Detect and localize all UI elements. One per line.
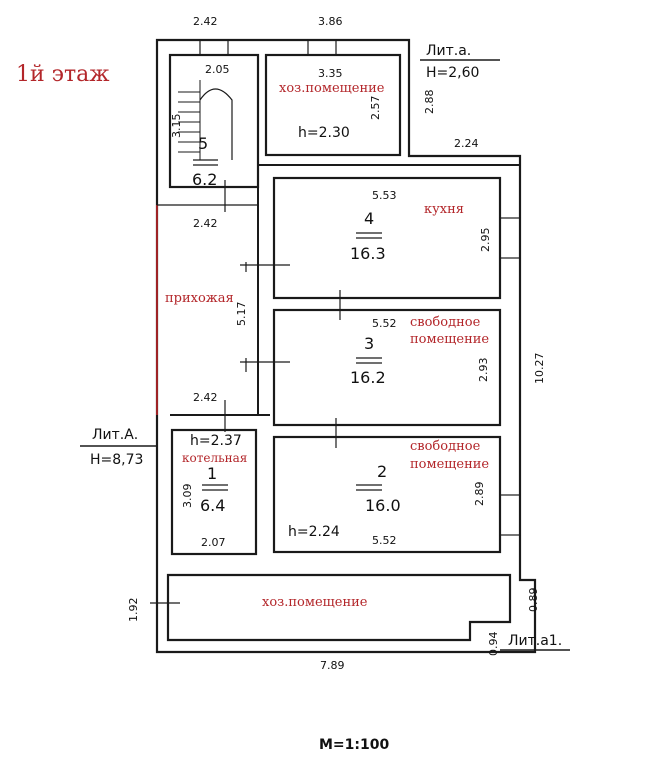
window [307, 39, 337, 56]
window [199, 39, 229, 56]
partition-wall [170, 164, 520, 416]
room-3-label-line1: свободное [410, 315, 481, 330]
dim-storage-depth: 2.57 [369, 95, 382, 121]
dim-total-depth: 10.27 [533, 352, 546, 385]
floor-title: 1й этаж [16, 62, 110, 87]
equals-marks [193, 159, 382, 491]
lit-a-big-height: Н=8,73 [90, 452, 144, 468]
window [499, 217, 521, 259]
room-3-wall [272, 308, 502, 427]
room-2-label-line1: свободное [410, 439, 481, 454]
room-1-height: h=2.37 [190, 433, 242, 449]
dim-r4-depth: 2.95 [479, 227, 492, 253]
lit-a1-name: Лит.а1. [508, 633, 563, 649]
dim-bottom-notch: 0.94 [487, 631, 500, 657]
dim-r1-depth: 3.09 [181, 483, 194, 509]
hallway-label: прихожая [165, 291, 234, 306]
dim-stair-width: 2.05 [205, 63, 230, 76]
lit-a-small-name: Лит.а. [426, 43, 472, 59]
dim-bottom-depth: 1.92 [127, 597, 140, 623]
room-4-number: 4 [364, 209, 375, 228]
room-2-height: h=2.24 [288, 524, 340, 540]
room-2-area: 16.0 [365, 496, 401, 515]
room-1-wall [170, 428, 258, 556]
door-marks [150, 180, 341, 604]
dim-top-storage-width: 3.86 [318, 15, 343, 28]
dim-top-left-width: 2.42 [193, 15, 218, 28]
dim-total-width: 7.89 [320, 659, 345, 672]
dim-stair-depth: 3.15 [170, 113, 183, 139]
room-3-area: 16.2 [350, 368, 386, 387]
stairs [178, 80, 201, 160]
room-5-area: 6.2 [192, 170, 218, 189]
dim-bottom-right-depth: 0.89 [527, 587, 540, 613]
dim-r1-width-top: 2.42 [193, 391, 218, 404]
storage-top-height: h=2.30 [298, 125, 350, 141]
room-2-number: 2 [377, 462, 388, 481]
room-1-label: котельная [182, 451, 248, 465]
room-4-area: 16.3 [350, 244, 386, 263]
dim-ext-width: 2.24 [454, 137, 479, 150]
storage-top-label: хоз.помещение [279, 81, 385, 96]
lit-a-big-name: Лит.А. [92, 427, 139, 443]
dim-r3-width: 5.52 [372, 317, 397, 330]
storage-bottom-label: хоз.помещение [262, 595, 368, 610]
room-4-label: кухня [424, 202, 464, 217]
room-1-area: 6.4 [200, 496, 226, 515]
scale-label: М=1:100 [319, 737, 390, 753]
storage-bottom-wall [166, 573, 512, 642]
dim-lit-a-depth: 2.88 [423, 89, 436, 115]
outer-wall [155, 38, 537, 654]
dim-storage-inner-width: 3.35 [318, 67, 343, 80]
dim-hall-width-top: 2.42 [193, 217, 218, 230]
room-3-label-line2: помещение [410, 332, 490, 347]
window [499, 494, 521, 536]
room-3-number: 3 [364, 334, 375, 353]
dim-r2-width: 5.52 [372, 534, 397, 547]
dim-hall-depth: 5.17 [235, 301, 248, 327]
room-1-number: 1 [207, 464, 218, 483]
dim-r4-width: 5.53 [372, 189, 397, 202]
lit-a-small-height: Н=2,60 [426, 65, 480, 81]
dim-r2-depth: 2.89 [473, 481, 486, 507]
room-5-number: 5 [198, 134, 209, 153]
dim-r1-width-bottom: 2.07 [201, 536, 226, 549]
room-2-label-line2: помещение [410, 457, 490, 472]
stair-arc [199, 88, 233, 160]
dim-r3-depth: 2.93 [477, 357, 490, 383]
